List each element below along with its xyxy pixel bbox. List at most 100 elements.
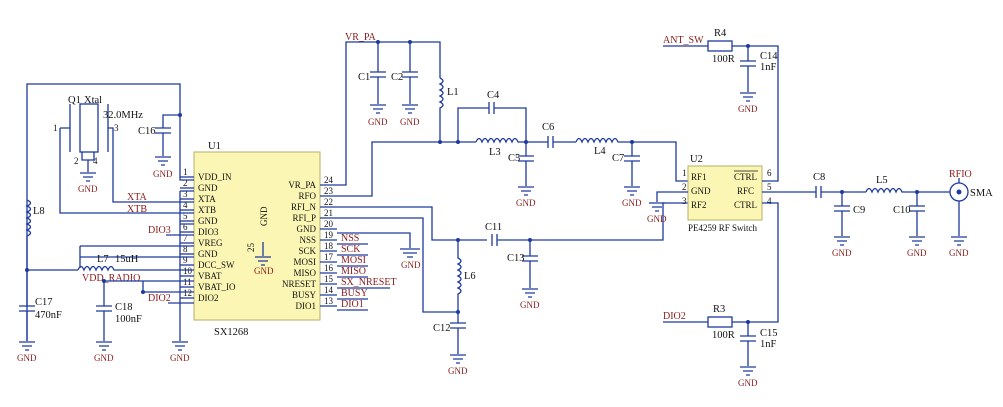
c15-value: 1nF [760,339,777,350]
u1-pin-name-15: NRESET [282,279,317,289]
u2-ref: U2 [690,154,703,165]
u1-pin-name-8: GND [198,249,218,259]
net-xta: XTA [127,192,148,203]
c13-gnd-symbol [522,288,538,298]
c13-cap [522,240,538,288]
u1-pin-name-22: RFI_N [291,202,317,212]
u1-pin-num-17: 17 [324,252,334,262]
gnd-pin20-symbol [400,248,420,258]
c1-gnd-symbol [370,104,386,114]
output-filter: C8 C9 GND L5 C10 GND RFIO SMA GND [762,169,993,258]
u1-pin-name-13: DIO1 [296,301,317,311]
c15-gnd-symbol [740,366,756,376]
u1-pin-name-11: VBAT_IO [198,282,236,292]
c12-label: C12 [433,323,451,334]
u1-pin-num-12: 12 [183,288,192,298]
u1-pin-name-10: VBAT [198,271,222,281]
u1-pin-num-9: 9 [183,255,188,265]
c10-label: C10 [893,205,911,216]
net-dio2-right: DIO2 [663,311,686,322]
vdd-in-wire [26,83,194,341]
c2-gnd-text: GND [400,117,420,127]
u1-pin-num-14: 14 [324,285,334,295]
u1-pin-num-23: 23 [324,186,334,196]
c1-cap [370,42,386,104]
l8-label: L8 [33,206,45,217]
u1-pin-name-4: XTB [198,205,216,215]
u1-right-pins: 24VR_PA23RFO22RFI_N21RFI_P20GND19NSS18SC… [282,175,337,311]
u1-pin-num-10: 10 [183,266,193,276]
u1-pin-num-22: 22 [324,197,333,207]
c9-gnd-symbol [834,236,850,246]
q1-pin-1: 1 [53,123,58,133]
u2-pin-gnd: GND [691,186,711,196]
u1-inner-gnd-label: GND [259,206,269,226]
net-dio2-left: DIO2 [148,293,171,304]
u1-pin-num-1: 1 [183,167,188,177]
l3-label: L3 [489,147,501,158]
u1-pin-name-20: GND [297,224,317,234]
u1-pin-name-16: MISO [293,268,316,278]
u1-part: SX1268 [214,327,248,338]
u1-right-nets: NSS SCK MOSI MISO SX_NRESET BUSY DIO1 GN… [337,232,421,311]
c14-label: C14 [760,51,778,62]
u2-pin-num-6: 6 [767,168,772,178]
r3-resistor [707,316,733,328]
net-sck: SCK [341,244,361,255]
l8-inductor [25,199,32,270]
u2-body [687,165,763,221]
net-dio1: DIO1 [341,299,364,310]
u1-pin-num-4: 4 [183,200,188,210]
net-xtb: XTB [127,204,147,215]
c13-gnd-text: GND [520,300,540,310]
q1-type: Xtal [84,95,102,106]
c2-label: C2 [391,72,403,83]
net-mosi: MOSI [341,255,366,266]
c14-value: 1nF [760,62,777,73]
u1-ref: U1 [208,141,221,152]
r4-resistor [707,40,733,52]
c18-gnd-symbol [96,341,112,351]
l6-label: L6 [464,271,476,282]
spi-net-wires [337,243,390,311]
net-busy: BUSY [341,288,368,299]
c8-cap [762,186,866,198]
sma-center [956,189,962,195]
c7-gnd-text: GND [622,198,642,208]
q1-pin-2: 2 [74,156,79,166]
l6-inductor [456,240,462,312]
c1-label: C1 [358,72,370,83]
c15-gnd-text: GND [738,378,758,388]
u1-pin-num-8: 8 [183,244,188,254]
u2-pin-rf2: RF2 [691,200,707,210]
ant-sw-wire [663,45,779,182]
u2-pin-num-2: 2 [682,182,687,192]
c16-gnd-text: GND [153,169,173,179]
u2-pin-num-4: 4 [767,196,772,206]
vr-pa-wire [337,41,441,186]
rfi-p-wire [337,217,458,313]
u2-gnd-symbol [649,202,665,212]
rx-chain: C11 C13 GND L6 C12 GND [337,202,688,376]
q1-freq: 32.0MHz [103,110,143,121]
c14-cap [740,46,756,92]
u1-pin-num-3: 3 [183,189,188,199]
u1-pin-num-6: 6 [183,222,188,232]
c17-value: 470nF [35,310,62,321]
u1-pin-num-15: 15 [324,274,334,284]
c10-cap [909,192,925,236]
c6-label: C6 [542,122,554,133]
u2-pin-num-5: 5 [767,182,772,192]
u1-pin-num-2: 2 [183,178,188,188]
c4-cap [457,102,527,142]
u1-pin-name-9: DCC_SW [198,260,235,270]
c5-cap [518,142,534,186]
u1-pin-num-18: 18 [324,241,334,251]
u2-gnd-wire [656,191,688,202]
u1-pin-name-5: GND [198,216,218,226]
c17-label: C17 [35,297,53,308]
dio2-network: DIO2 R3 100R C15 1nF GND [663,202,779,388]
l1-label: L1 [447,87,459,98]
